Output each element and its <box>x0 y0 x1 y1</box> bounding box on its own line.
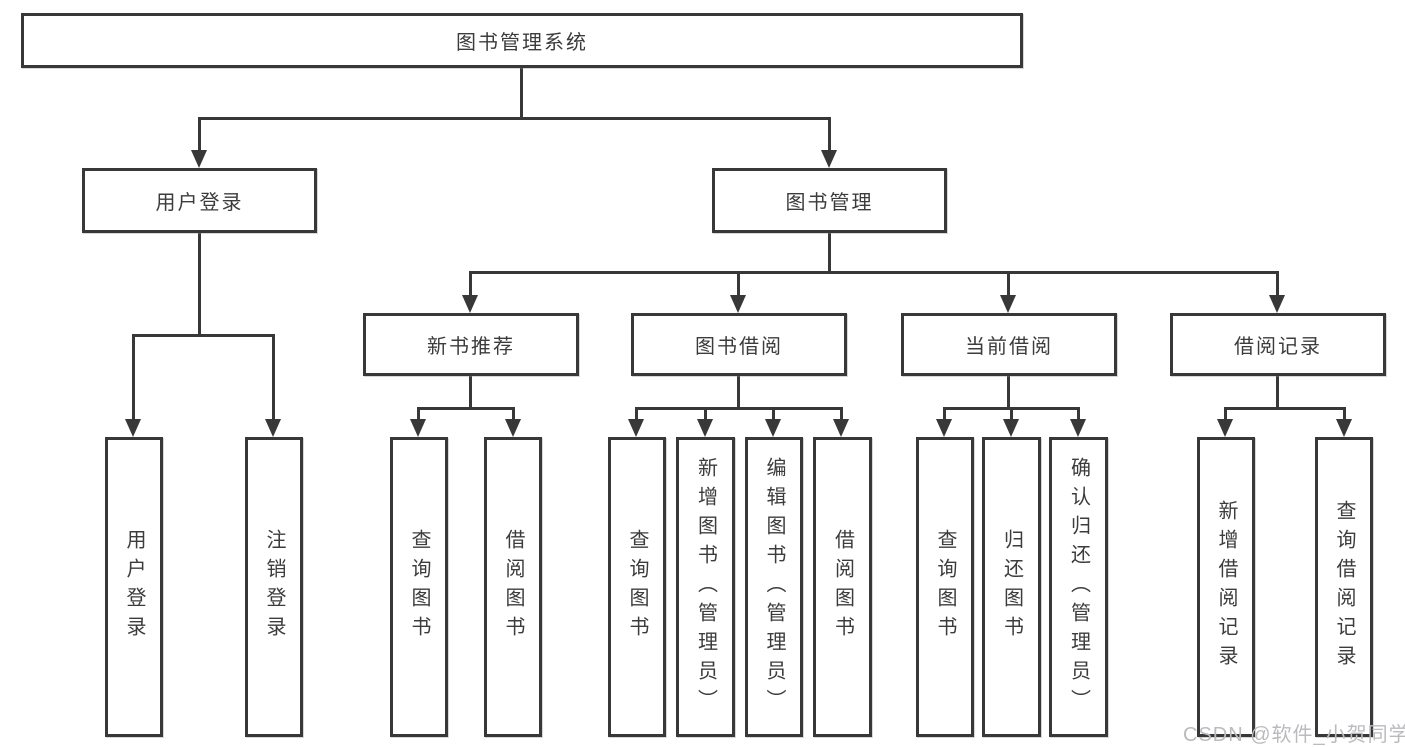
arrowhead-down-icon <box>1070 419 1086 437</box>
arrowhead-down-icon <box>1003 419 1019 437</box>
arrowhead-down-icon <box>628 419 644 437</box>
node-book-borrow-label: 图书借阅 <box>695 336 783 358</box>
connector-book-mgmt-drop <box>828 117 831 153</box>
arrowhead-down-icon <box>265 419 281 437</box>
arrowhead-down-icon <box>505 419 521 437</box>
leaf-logout: 注销登录 <box>245 437 303 737</box>
csdn-watermark: CSDN @软件_小贺同学 <box>1183 724 1405 746</box>
arrowhead-down-icon <box>410 419 426 437</box>
connector-record-rail <box>1224 407 1346 410</box>
connector-new-book-stub <box>469 376 472 410</box>
connector-drop <box>1077 407 1080 422</box>
connector-record-stub <box>1276 376 1279 410</box>
node-book-management: 图书管理 <box>712 168 947 233</box>
connector-borrow-rail <box>635 407 842 410</box>
node-root-label: 图书管理系统 <box>456 32 588 54</box>
leaf-label: 查询借阅记录 <box>1333 500 1355 674</box>
leaf-borrow-book: 借阅图书 <box>813 437 872 737</box>
leaf-add-borrow-record: 新增借阅记录 <box>1197 437 1255 737</box>
connector-book-mgmt-stub <box>828 233 831 274</box>
connector-drop <box>1007 271 1010 298</box>
connector-new-book-rail <box>417 407 515 410</box>
connector-drop <box>272 334 275 422</box>
connector-drop <box>469 271 472 298</box>
connector-drop <box>417 407 420 422</box>
arrowhead-down-icon <box>125 419 141 437</box>
leaf-add-book-admin: 新增图书（管理员） <box>676 437 735 737</box>
leaf-label: 查询图书 <box>408 529 430 645</box>
leaf-return-book: 归还图书 <box>982 437 1041 737</box>
node-current-borrow: 当前借阅 <box>901 313 1117 376</box>
leaf-query-book: 查询图书 <box>608 437 666 737</box>
connector-drop <box>943 407 946 422</box>
arrowhead-down-icon <box>821 150 837 168</box>
leaf-borrow-book: 借阅图书 <box>484 437 542 737</box>
connector-drop <box>132 334 135 422</box>
leaf-label: 借阅图书 <box>502 529 524 645</box>
leaf-label: 新增图书（管理员） <box>694 456 717 718</box>
leaf-label: 借阅图书 <box>831 529 854 645</box>
arrowhead-down-icon <box>191 150 207 168</box>
connector-drop <box>1224 407 1227 422</box>
node-user-login-label: 用户登录 <box>155 192 244 214</box>
leaf-confirm-return-admin: 确认归还（管理员） <box>1049 437 1108 737</box>
connector-drop <box>737 271 740 298</box>
arrowhead-down-icon <box>936 419 952 437</box>
arrowhead-down-icon <box>1000 295 1016 313</box>
connector-borrow-stub <box>737 376 740 410</box>
leaf-label: 归还图书 <box>1000 529 1023 645</box>
arrowhead-down-icon <box>1217 419 1233 437</box>
node-user-login: 用户登录 <box>82 168 317 233</box>
node-borrow-record-label: 借阅记录 <box>1234 336 1322 358</box>
arrowhead-down-icon <box>1336 419 1352 437</box>
node-new-book-recommend-label: 新书推荐 <box>427 336 515 358</box>
leaf-label: 用户登录 <box>123 529 145 645</box>
arrowhead-down-icon <box>833 419 849 437</box>
node-root: 图书管理系统 <box>21 13 1023 68</box>
node-book-management-label: 图书管理 <box>785 192 874 214</box>
connector-user-login-drop <box>198 117 201 153</box>
connector-drop <box>1343 407 1346 422</box>
connector-drop <box>1010 407 1013 422</box>
leaf-edit-book-admin: 编辑图书（管理员） <box>745 437 803 737</box>
connector-root-stub <box>520 68 523 118</box>
node-borrow-record: 借阅记录 <box>1170 313 1386 376</box>
connector-drop <box>704 407 707 422</box>
leaf-query-borrow-record: 查询借阅记录 <box>1315 437 1373 737</box>
connector-drop <box>840 407 843 422</box>
connector-user-login-stub <box>198 233 201 336</box>
arrowhead-down-icon <box>1269 295 1285 313</box>
arrowhead-down-icon <box>765 419 781 437</box>
node-current-borrow-label: 当前借阅 <box>965 336 1053 358</box>
node-book-borrow: 图书借阅 <box>631 313 847 376</box>
connector-drop <box>635 407 638 422</box>
connector-level2-rail <box>198 117 831 120</box>
connector-level3-rail <box>469 271 1279 274</box>
connector-user-login-rail <box>132 334 275 337</box>
leaf-label: 新增借阅记录 <box>1215 500 1237 674</box>
arrowhead-down-icon <box>730 295 746 313</box>
leaf-label: 查询图书 <box>934 529 956 645</box>
connector-current-stub <box>1007 376 1010 410</box>
connector-drop <box>1276 271 1279 298</box>
leaf-query-book: 查询图书 <box>916 437 974 737</box>
leaf-label: 编辑图书（管理员） <box>763 456 785 718</box>
leaf-query-book: 查询图书 <box>390 437 448 737</box>
arrowhead-down-icon <box>462 295 478 313</box>
leaf-label: 确认归还（管理员） <box>1067 456 1090 718</box>
leaf-label: 注销登录 <box>263 529 285 645</box>
leaf-label: 查询图书 <box>626 529 648 645</box>
node-new-book-recommend: 新书推荐 <box>363 313 579 376</box>
arrowhead-down-icon <box>697 419 713 437</box>
leaf-user-login: 用户登录 <box>105 437 163 737</box>
connector-drop <box>512 407 515 422</box>
connector-drop <box>772 407 775 422</box>
